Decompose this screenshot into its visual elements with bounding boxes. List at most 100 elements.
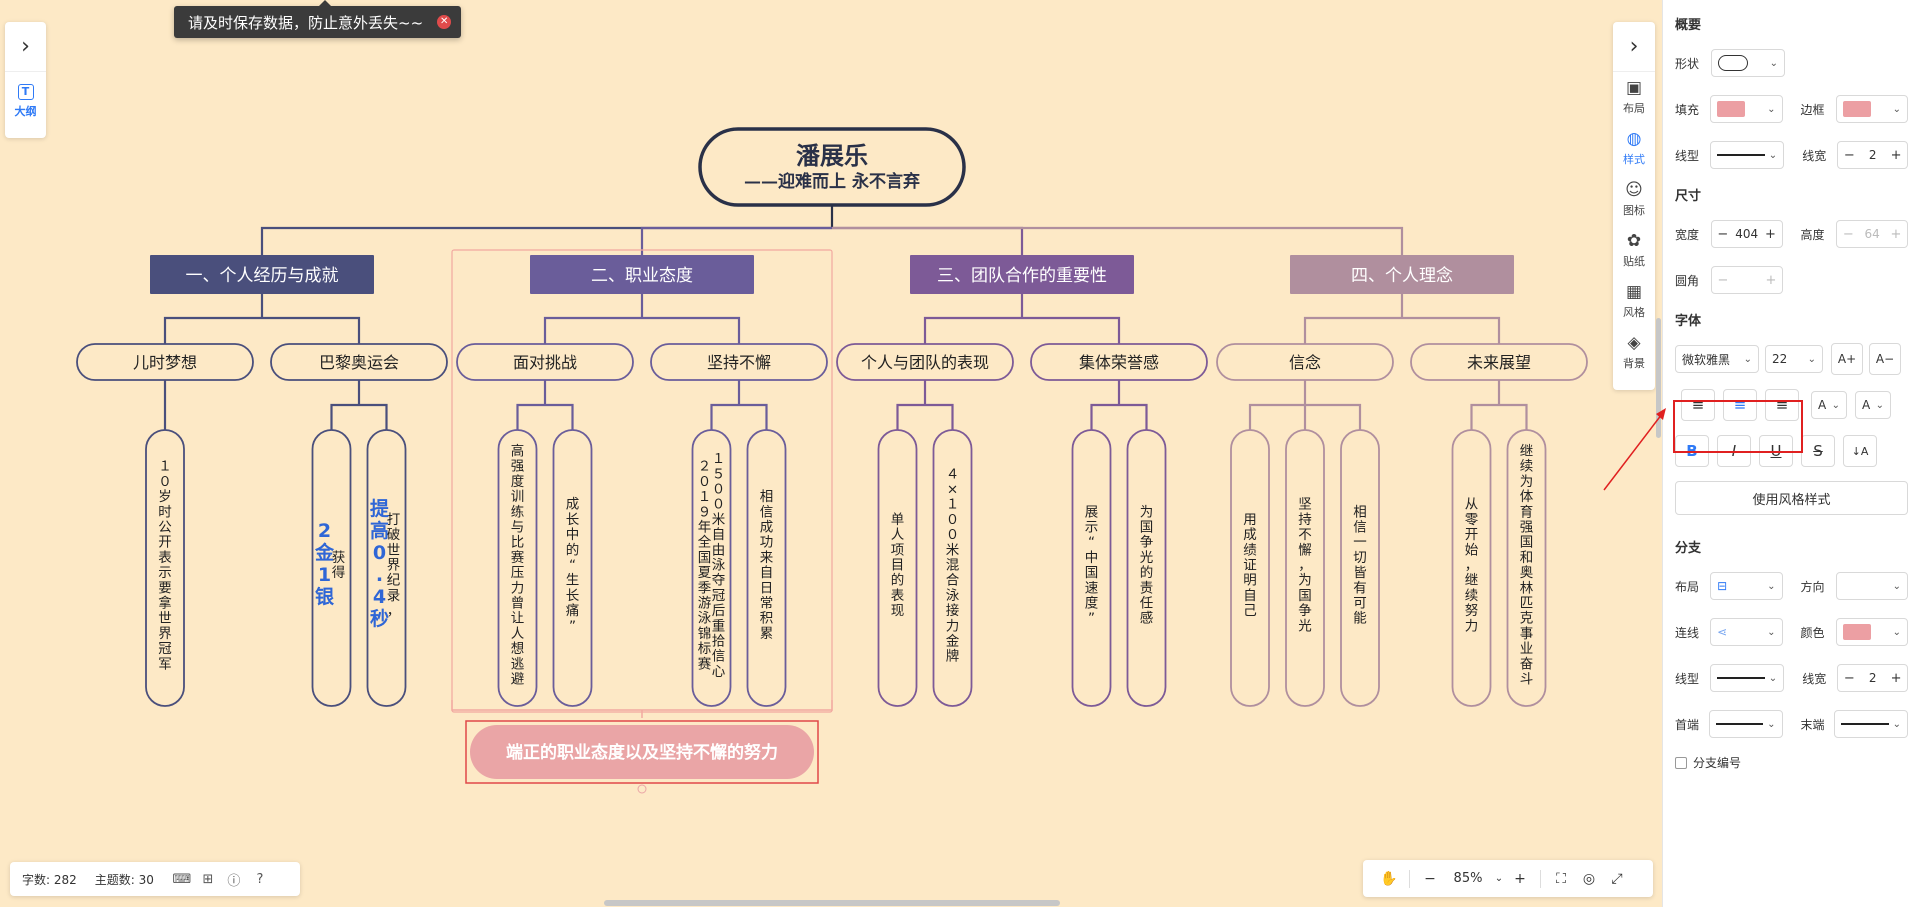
leaf-text-char[interactable]: 1 — [318, 564, 331, 586]
leaf-text-char[interactable]: 泳 — [698, 611, 712, 627]
leaf-text-char[interactable]: 重 — [712, 618, 726, 634]
line-type-select[interactable]: ⌄ — [1710, 141, 1785, 169]
leaf-text-char[interactable]: 人 — [511, 626, 525, 642]
leaf-text-char[interactable]: 业 — [1520, 641, 1534, 657]
leaf-text-char[interactable]: 年 — [698, 520, 712, 536]
font-family-select[interactable]: 微软雅黑 ⌄ — [1675, 345, 1759, 373]
leaf-text-char[interactable]: 坚 — [1298, 497, 1312, 513]
tool-background[interactable]: ◈ 背景 — [1613, 327, 1655, 378]
horizontal-scrollbar[interactable] — [604, 900, 1060, 906]
tool-style[interactable]: ◍ 样式 — [1613, 123, 1655, 174]
leaf-text-char[interactable]: 育 — [1520, 504, 1534, 520]
leaf-text-char[interactable]: 证 — [1243, 558, 1257, 574]
leaf-text-char[interactable]: 混 — [946, 558, 960, 574]
leaf-text-char[interactable]: 季 — [698, 580, 712, 596]
leaf-text-char[interactable]: 军 — [158, 656, 172, 672]
branch-layout-select[interactable]: ⊟ ⌄ — [1710, 572, 1783, 600]
leaf-text-char[interactable]: 努 — [1465, 603, 1479, 619]
summary-selection-frame[interactable] — [465, 720, 819, 784]
leaf-text-char[interactable]: 续 — [1520, 459, 1534, 475]
leaf-text-char[interactable]: 破 — [387, 527, 401, 543]
leaf-text-char[interactable]: 任 — [1140, 596, 1154, 612]
leaf-text-char[interactable]: 自 — [1243, 588, 1257, 604]
leaf-text-char[interactable]: × — [947, 482, 958, 498]
leaf-text-char[interactable]: 速 — [1085, 580, 1099, 596]
decrement-button[interactable]: − — [1717, 226, 1729, 242]
leaf-text-char[interactable]: 信 — [712, 649, 726, 665]
leaf-text-char[interactable]: 从 — [1465, 497, 1479, 513]
leaf-text-char[interactable]: 事 — [1520, 626, 1534, 642]
collapse-sidebar-chevron-icon[interactable]: › — [1613, 22, 1655, 72]
leaf-text-char[interactable]: 懈 — [1298, 541, 1312, 558]
leaf-text-char[interactable]: 与 — [511, 520, 525, 536]
leaf-node[interactable] — [145, 429, 185, 707]
line-head-select[interactable]: ⌄ — [1708, 710, 1783, 738]
connector-select[interactable]: ⋖ ⌄ — [1710, 618, 1783, 646]
leaf-text-char[interactable]: 继 — [1465, 573, 1479, 589]
increment-button[interactable]: + — [1890, 670, 1902, 686]
leaf-text-char[interactable]: 生 — [566, 573, 580, 589]
leaf-text-char[interactable]: 的 — [891, 573, 905, 589]
leaf-text-char[interactable]: 强 — [511, 459, 525, 475]
leaf-text-char[interactable]: “ — [569, 558, 576, 574]
decrement-button[interactable]: − — [1843, 147, 1855, 163]
sub-label[interactable]: 个人与团队的表现 — [861, 353, 989, 372]
leaf-text-char[interactable]: 避 — [511, 672, 525, 688]
leaf-text-char[interactable]: 压 — [511, 565, 525, 581]
branch-node[interactable] — [1290, 255, 1514, 294]
sub-label[interactable]: 坚持不懈 — [707, 353, 771, 372]
leaf-text-char[interactable]: 得 — [332, 564, 346, 581]
leaf-text-char[interactable]: 奋 — [1520, 656, 1534, 672]
leaf-text-char[interactable]: 的 — [566, 542, 580, 558]
leaf-text-char[interactable]: 世 — [387, 542, 401, 558]
leaf-text-char[interactable]: 世 — [158, 611, 172, 627]
leaf-node[interactable] — [1506, 429, 1547, 707]
leaf-text-char[interactable]: 绩 — [1243, 542, 1257, 558]
leaf-text-char[interactable]: 自 — [712, 527, 726, 543]
leaf-text-char[interactable]: 克 — [1520, 611, 1534, 627]
leaf-text-char[interactable]: 累 — [760, 626, 774, 642]
info-icon[interactable]: ⓘ — [227, 873, 241, 889]
font-size-select[interactable]: 22 ⌄ — [1765, 345, 1823, 373]
leaf-text-char[interactable]: 夺 — [712, 573, 726, 589]
line-width-stepper[interactable]: − 2 + — [1837, 141, 1909, 169]
leaf-text-char[interactable]: 中 — [1085, 550, 1099, 566]
leaf-node[interactable] — [746, 429, 787, 707]
branch-node[interactable] — [530, 255, 754, 294]
minimap-icon[interactable]: ⊞ — [202, 871, 214, 887]
leaf-text-char[interactable]: 泳 — [946, 588, 960, 604]
leaf-text-char[interactable]: 拿 — [158, 595, 172, 612]
leaf-text-char[interactable]: 接 — [946, 602, 960, 619]
fit-view-icon[interactable]: ⛶ — [1556, 870, 1566, 887]
keyboard-icon[interactable]: ⌨ — [172, 871, 192, 887]
branch-node[interactable] — [910, 255, 1134, 294]
font-color-select[interactable]: A ⌄ — [1811, 391, 1847, 419]
leaf-text-char[interactable]: 日 — [760, 580, 774, 596]
branch-label[interactable]: 一、个人经历与成就 — [186, 266, 339, 286]
leaf-text-char[interactable]: 皆 — [1353, 565, 1367, 581]
leaf-text-char[interactable]: 全 — [698, 534, 712, 551]
leaf-text-char[interactable]: 斗 — [1520, 672, 1534, 688]
leaf-text-char[interactable]: 信 — [1353, 520, 1367, 536]
leaf-text-char[interactable]: ０ — [946, 512, 960, 528]
align-left-button[interactable]: ≡ — [1681, 389, 1715, 421]
leaf-text-char[interactable]: 界 — [158, 626, 172, 642]
tool-layout[interactable]: ▣ 布局 — [1613, 72, 1655, 123]
tool-icon[interactable]: ☺ 图标 — [1613, 174, 1655, 225]
leaf-text-char[interactable]: 度 — [1085, 596, 1099, 612]
leaf-text-char[interactable]: 林 — [1520, 580, 1534, 596]
leaf-text-char[interactable]: 要 — [158, 580, 172, 596]
shape-select[interactable]: ⌄ — [1711, 49, 1785, 77]
leaf-text-char[interactable]: 长 — [566, 588, 580, 604]
leaf-node[interactable] — [497, 429, 538, 707]
leaf-text-char[interactable]: 练 — [511, 504, 525, 520]
leaf-text-char[interactable]: 力 — [946, 618, 960, 634]
sub-label[interactable]: 儿时梦想 — [133, 353, 197, 372]
leaf-text-char[interactable]: 人 — [891, 527, 905, 543]
increment-button[interactable]: + — [1890, 147, 1902, 163]
leaf-text-char[interactable]: 展 — [1085, 504, 1099, 520]
leaf-text-char[interactable]: 国 — [1085, 565, 1099, 581]
leaf-text-char[interactable]: 让 — [511, 611, 525, 627]
leaf-text-char[interactable]: 赛 — [698, 656, 712, 672]
fullscreen-icon[interactable]: ⤢ — [1611, 870, 1623, 887]
